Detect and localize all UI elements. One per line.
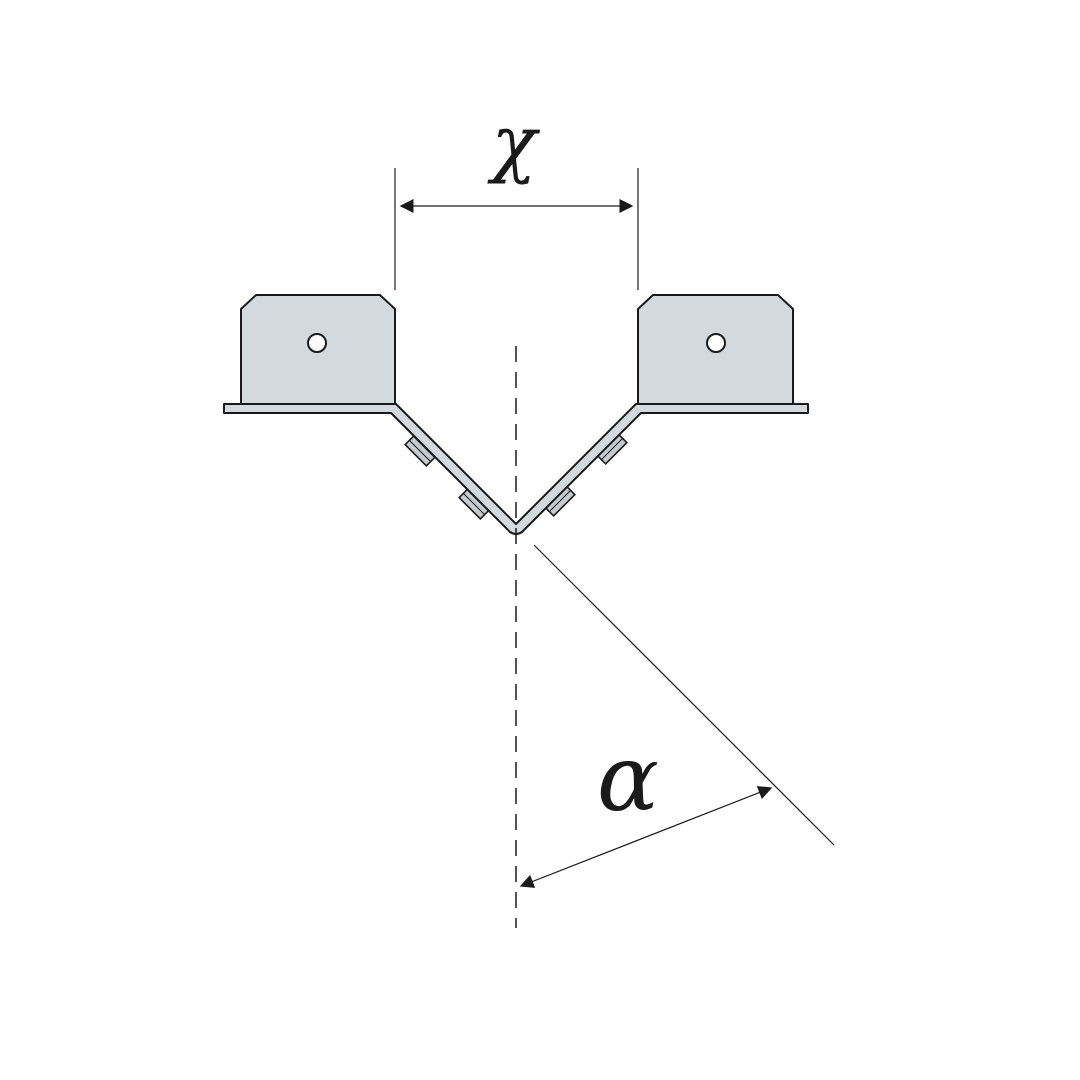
angle-symbol-label: α (597, 725, 659, 832)
width-symbol-label: χ (487, 100, 541, 186)
angle-reference-line (533, 544, 835, 846)
v-base-plate (223, 403, 809, 535)
angle-dimension-arrow (519, 786, 773, 888)
right-flange-hole (706, 333, 726, 353)
left-flange-hole (307, 333, 327, 353)
